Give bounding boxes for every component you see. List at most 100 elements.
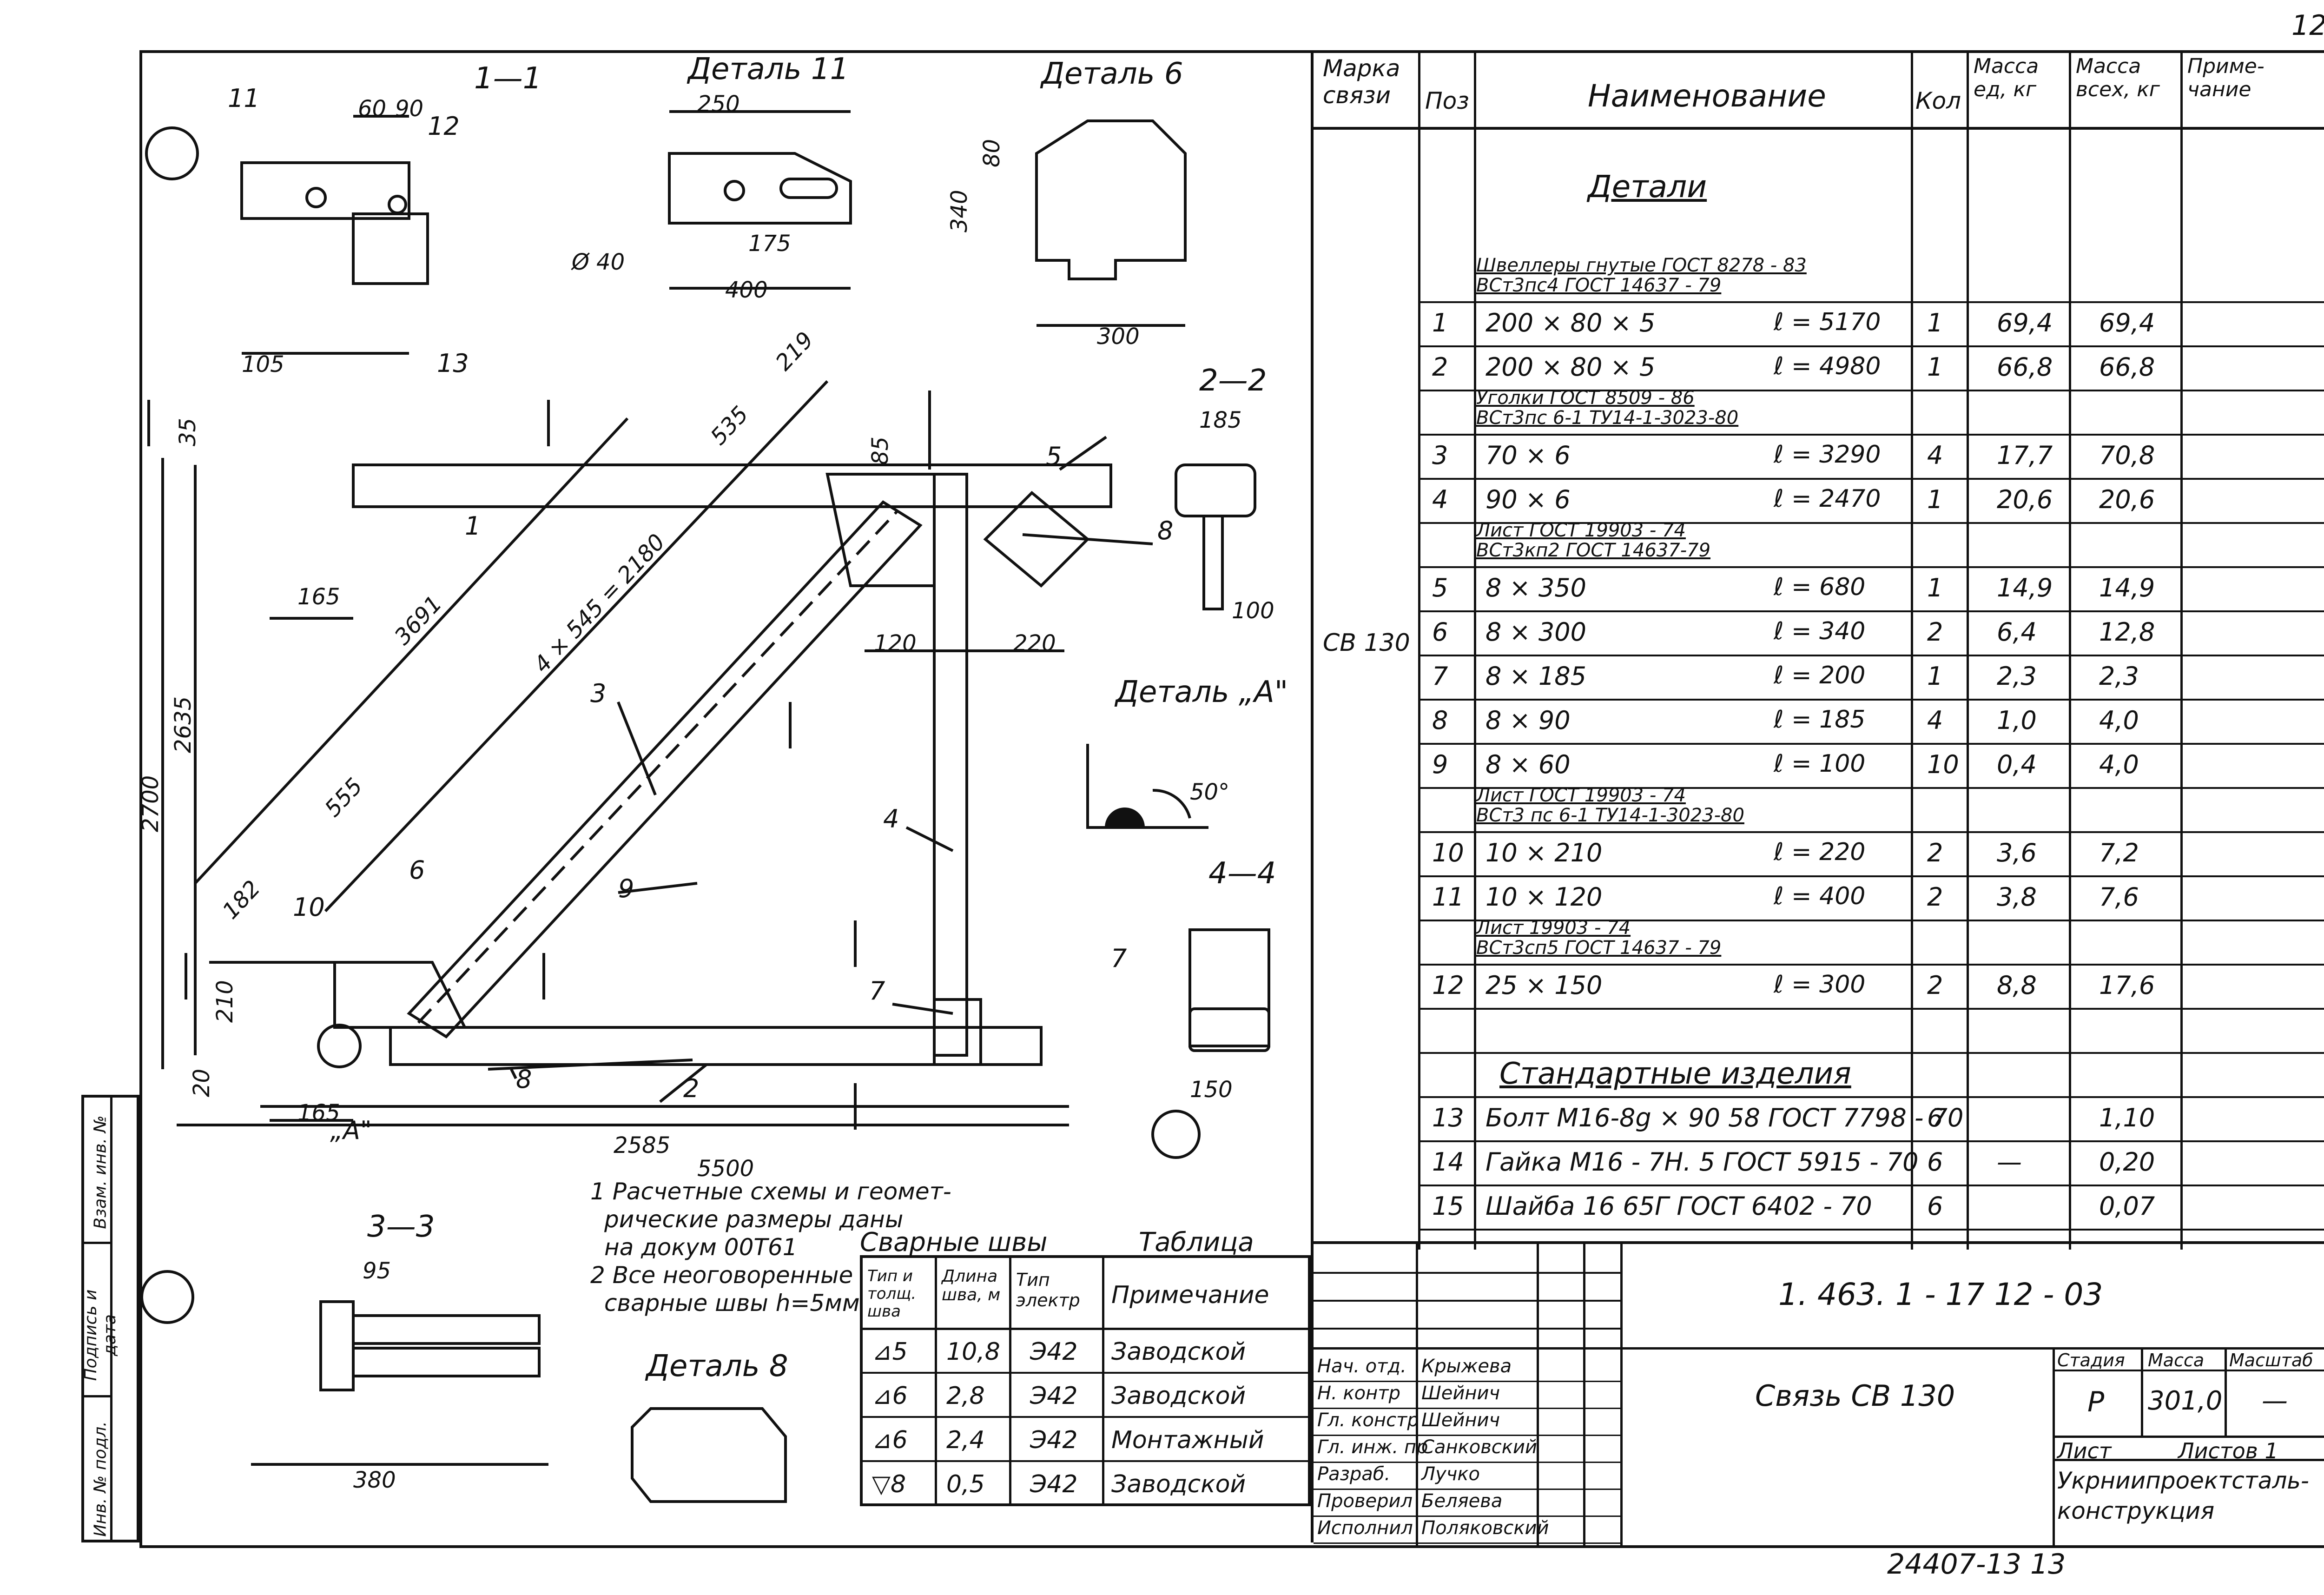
spec-row-qty: 2	[1927, 882, 1943, 912]
weld-r4-type: ▽8	[872, 1470, 906, 1498]
spec-row-divider	[1418, 831, 2324, 833]
spec-row-length: ℓ = 5170	[1774, 308, 1881, 336]
sec44-channel	[1188, 1007, 1270, 1052]
spec-row-pos: 1	[1432, 308, 1448, 338]
signer-role: Гл. констр	[1317, 1410, 1419, 1431]
spec-row-name: Болт М16-8g × 90 58 ГОСТ 7798 - 70	[1486, 1103, 1964, 1132]
spec-row-length: ℓ = 3290	[1774, 441, 1881, 469]
spec-row-qty: 1	[1927, 485, 1943, 514]
sec33-flange-bottom	[352, 1347, 541, 1377]
spec-row-qty: 4	[1927, 706, 1943, 735]
dim-4x545: 4 × 545 = 2180	[529, 529, 670, 678]
pos-8: 8	[516, 1065, 532, 1094]
title-org2: конструкция	[2057, 1497, 2215, 1524]
spec-row-length: ℓ = 200	[1774, 662, 1866, 689]
detA-corner	[1086, 744, 1208, 829]
spec-sub-title: Уголки ГОСТ 8509 - 86	[1476, 387, 1695, 409]
spec-row-mass-unit: 20,6	[1997, 485, 2053, 514]
spec-sub-title: Швеллеры гнутые ГОСТ 8278 - 83	[1476, 255, 1807, 276]
weld-table-title-left: Сварные швы	[860, 1227, 1048, 1257]
spec-row-pos: 13	[1432, 1103, 1464, 1132]
spec-table: Марка связи Поз Наименование Кол Масса е…	[1311, 50, 2324, 1250]
signer-divider	[1314, 1542, 1620, 1544]
spec-row-mass-total: 1,10	[2099, 1103, 2155, 1132]
signer-role: Гл. инж. пр	[1317, 1436, 1428, 1458]
spec-header-pos: Поз	[1425, 87, 1469, 114]
spec-row-divider	[1418, 566, 2324, 568]
spec-row-pos: 5	[1432, 573, 1448, 602]
spec-row-divider	[1418, 964, 2324, 966]
title-stage-label: Стадия	[2057, 1350, 2125, 1370]
signer-divider	[1314, 1408, 1620, 1409]
spec-sub-title-2: ВСт3кп2 ГОСТ 14637-79	[1476, 540, 1711, 561]
spec-row-pos: 7	[1432, 662, 1448, 691]
signer-name: Шейнич	[1421, 1383, 1500, 1404]
dim-120: 120	[874, 630, 917, 656]
spec-row-mass-unit: 14,9	[1997, 573, 2053, 602]
label-sec22: 2—2	[1199, 364, 1267, 398]
weld-r1-type: ⊿5	[872, 1338, 908, 1366]
pos-6: 6	[409, 855, 425, 885]
pos-9: 9	[618, 874, 634, 903]
dim-182: 182	[218, 875, 265, 924]
spec-group-std: Стандартные изделия	[1499, 1057, 1851, 1091]
pos-7-44: 7	[1111, 944, 1127, 973]
spec-row-name: Шайба 16 65Г ГОСТ 6402 - 70	[1486, 1191, 1872, 1221]
spec-row-mass-total: 20,6	[2099, 485, 2155, 514]
title-mass-label: Масса	[2148, 1350, 2205, 1370]
spec-row-mass-unit: —	[1997, 1147, 2022, 1177]
dim-300: 300	[1097, 324, 1140, 350]
drawing-frame	[139, 50, 2324, 1548]
sec33-ref-circle	[140, 1270, 194, 1324]
signer-role: Н. контр	[1317, 1383, 1400, 1404]
pos-3: 3	[590, 679, 606, 708]
dim-2585: 2585	[614, 1132, 670, 1158]
dim-150: 150	[1190, 1077, 1233, 1103]
dim-340: 340	[946, 190, 972, 232]
spec-row-divider	[1418, 920, 2324, 921]
label-det8: Деталь 8	[645, 1349, 788, 1383]
weld-r4-len: 0,5	[946, 1470, 985, 1498]
spec-row-divider	[1418, 1096, 2324, 1098]
pos-2: 2	[683, 1074, 699, 1103]
spec-row-pos: 11	[1432, 882, 1464, 912]
spec-row-pos: 10	[1432, 838, 1464, 867]
spec-row-mass-total: 0,20	[2099, 1147, 2155, 1177]
spec-row-length: ℓ = 680	[1774, 573, 1866, 601]
weld-header-type: Тип и толщ. шва	[867, 1267, 917, 1321]
spec-row-divider	[1418, 875, 2324, 877]
spec-sub-title: Лист ГОСТ 19903 - 74	[1476, 520, 1686, 541]
spec-row-mass-unit: 1,0	[1997, 706, 2037, 735]
label-sec11: 1—1	[474, 61, 541, 96]
spec-row-mass-total: 7,2	[2099, 838, 2139, 867]
dim-250: 250	[697, 91, 740, 117]
dim-90: 90	[395, 96, 423, 122]
label-det6: Деталь 6	[1040, 57, 1183, 91]
weld-r2-len: 2,8	[946, 1382, 985, 1410]
spec-row-length: ℓ = 4980	[1774, 352, 1881, 380]
title-sheets-label: Листов 1	[2178, 1438, 2278, 1463]
spec-sub-title-2: ВСт3сп5 ГОСТ 14637 - 79	[1476, 937, 1722, 959]
pos-1: 1	[465, 511, 481, 541]
dim-535: 535	[706, 401, 753, 450]
title-block: 1. 463. 1 - 17 12 - 03 Связь СВ 130 Стад…	[1311, 1241, 2324, 1547]
bottom-plate-7	[933, 998, 982, 1066]
spec-row-divider	[1418, 390, 2324, 391]
weld-header-length: Длина шва, м	[942, 1267, 1001, 1304]
spec-row-name: 25 × 150	[1486, 971, 1603, 1000]
weld-r2-note: Заводской	[1111, 1382, 1246, 1410]
spec-row-divider	[1418, 787, 2324, 789]
signer-name: Лучко	[1421, 1463, 1480, 1485]
top-beam	[352, 463, 1112, 508]
spec-row-pos: 14	[1432, 1147, 1464, 1177]
spec-row-name: 8 × 300	[1486, 617, 1587, 647]
spec-row-mass-total: 4,0	[2099, 706, 2139, 735]
spec-row-qty: 10	[1927, 750, 1959, 779]
spec-row-name: 200 × 80 × 5	[1486, 352, 1656, 382]
spec-row-qty: 4	[1927, 441, 1943, 470]
spec-row-mass-total: 7,6	[2099, 882, 2139, 912]
title-doc-code: 1. 463. 1 - 17 12 - 03	[1778, 1277, 2103, 1312]
note-1a: 1 Расчетные схемы и геомет-	[590, 1178, 951, 1205]
note-1b: рические размеры даны	[604, 1206, 903, 1233]
dim-phi40: Ø 40	[571, 249, 625, 275]
